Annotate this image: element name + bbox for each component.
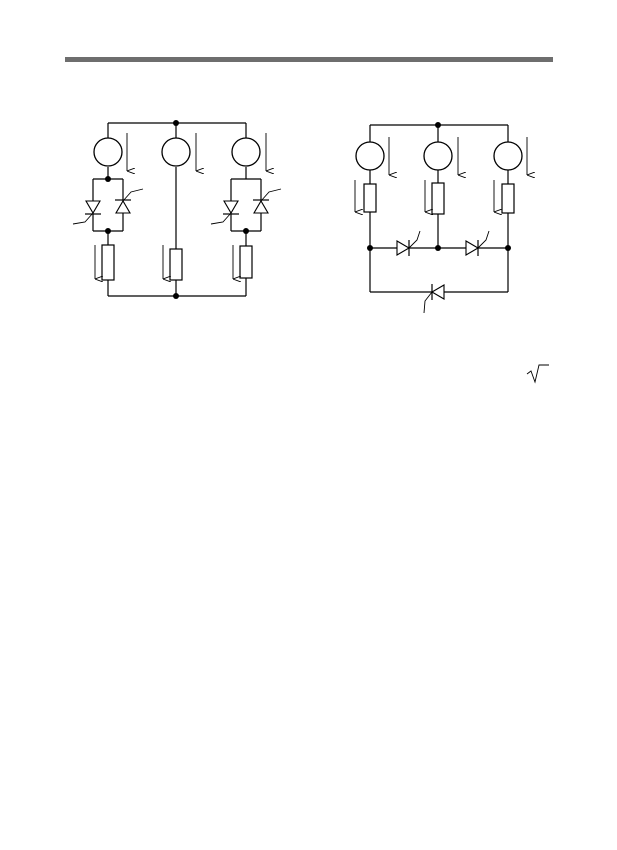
right-circuit: [354, 122, 527, 314]
resistor-left-2: [169, 248, 183, 281]
node-right-3: [505, 245, 511, 251]
resistor-left-1: [101, 244, 115, 281]
node-left-pair1-top: [105, 176, 111, 182]
voltage-source-left-1: [93, 137, 123, 167]
thyristor-right-3: [423, 284, 445, 314]
resistor-right-2: [431, 182, 445, 215]
node-left-pair2-bottom: [243, 228, 249, 234]
current-arrows-right: [354, 137, 527, 212]
voltage-source-left-3: [231, 137, 261, 167]
left-circuit: [72, 120, 282, 299]
voltage-source-right-2: [423, 141, 453, 171]
thyristor-right-2: [465, 230, 490, 256]
current-arrows-left: [94, 133, 266, 279]
square-root-icon: [526, 364, 549, 384]
header-rule: [65, 57, 553, 62]
thyristor-right-1: [396, 230, 421, 256]
resistor-right-1: [363, 183, 377, 213]
thyristor-pair-left-2: [210, 188, 282, 225]
node-right-top: [435, 122, 441, 128]
node-left-bottom: [173, 293, 179, 299]
voltage-source-right-3: [493, 141, 523, 171]
resistor-right-3: [501, 183, 515, 214]
node-left-pair1-bottom: [105, 228, 111, 234]
voltage-source-right-1: [355, 141, 385, 171]
node-right-2: [435, 245, 441, 251]
resistor-left-3: [239, 245, 253, 279]
node-right-1: [367, 245, 373, 251]
node-left-top: [173, 120, 179, 126]
thyristor-pair-left-1: [72, 188, 144, 225]
voltage-source-left-2: [161, 137, 191, 167]
